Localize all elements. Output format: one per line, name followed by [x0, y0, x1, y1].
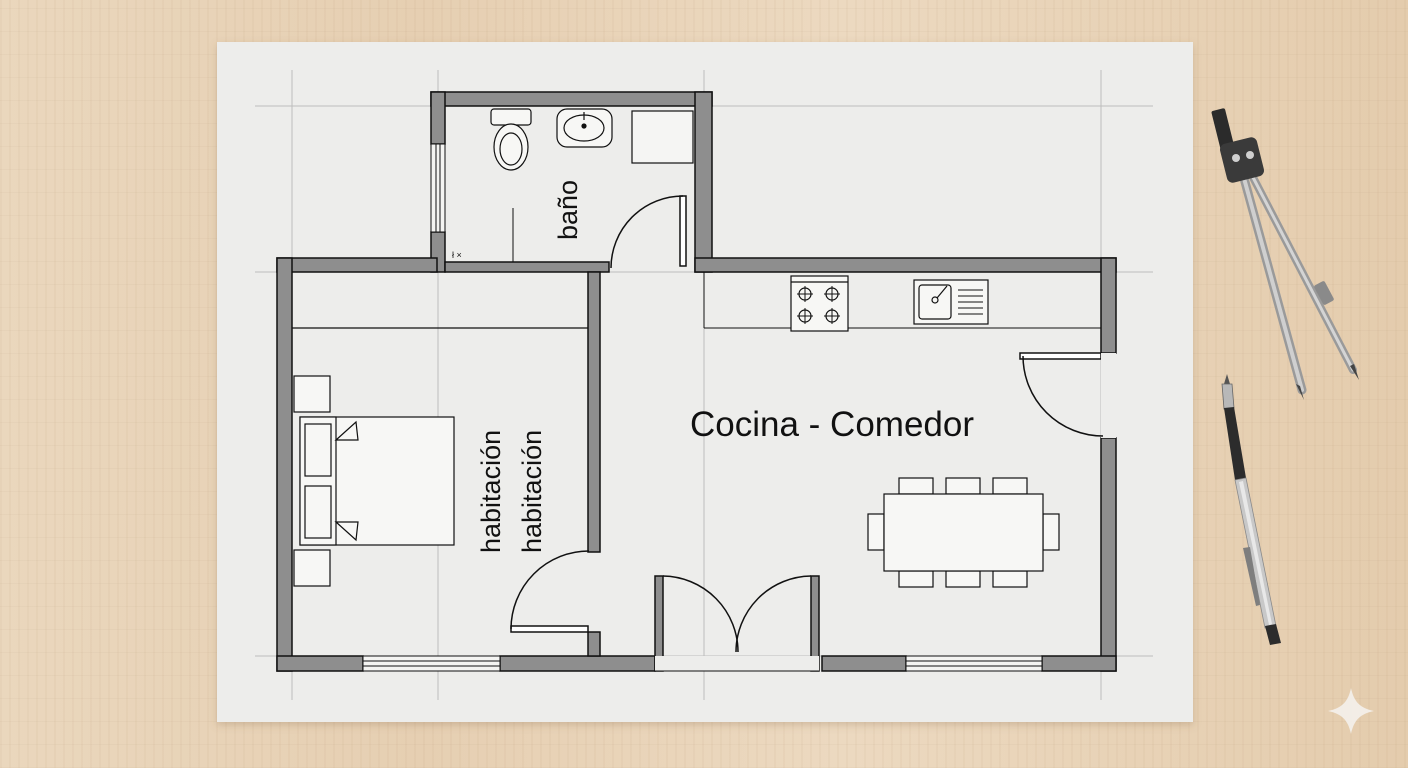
stove-icon: [790, 275, 849, 332]
doors: [510, 195, 1116, 672]
pencil-icon: [1221, 374, 1281, 645]
dining-table: [867, 477, 1060, 588]
kitchen-counter: [703, 272, 1101, 329]
bathroom-cabinet: [631, 110, 694, 164]
sparkle-icon: [1328, 688, 1374, 734]
bedroom-furniture: [292, 327, 588, 587]
compass-icon: [1211, 108, 1359, 400]
walls: [276, 91, 1117, 672]
wall-mark: ł ×: [452, 250, 462, 260]
windows: [362, 143, 1043, 672]
kitchen-sink-icon: [913, 279, 989, 325]
bedroom-label-2: habitación: [517, 430, 547, 553]
bedroom-label-1: habitación: [476, 430, 506, 553]
sink-icon: [556, 108, 613, 148]
toilet-icon: [490, 108, 532, 171]
kitchen-dining-label: Cocina - Comedor: [690, 405, 974, 444]
bathroom-label: baño: [553, 180, 583, 240]
